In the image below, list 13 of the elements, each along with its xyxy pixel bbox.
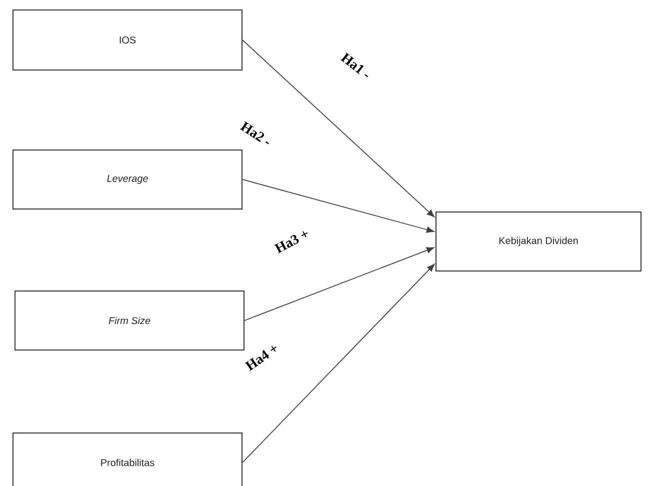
arrow (242, 40, 435, 218)
edge-label: Ha1 - (340, 52, 368, 78)
concept-box: Leverage (12, 150, 242, 210)
edge-label: Ha2 - (240, 121, 270, 144)
concept-box: Kebijakan Dividen (436, 212, 642, 272)
arrow (242, 264, 435, 463)
concept-box: Profitabilitas (12, 432, 242, 486)
arrow (244, 247, 434, 321)
edge-label: Ha3 + (274, 231, 308, 254)
concept-box: Firm Size (14, 290, 244, 350)
concept-box: IOS (12, 10, 242, 70)
edge-label: Ha4 + (244, 346, 276, 371)
arrow (242, 179, 434, 233)
